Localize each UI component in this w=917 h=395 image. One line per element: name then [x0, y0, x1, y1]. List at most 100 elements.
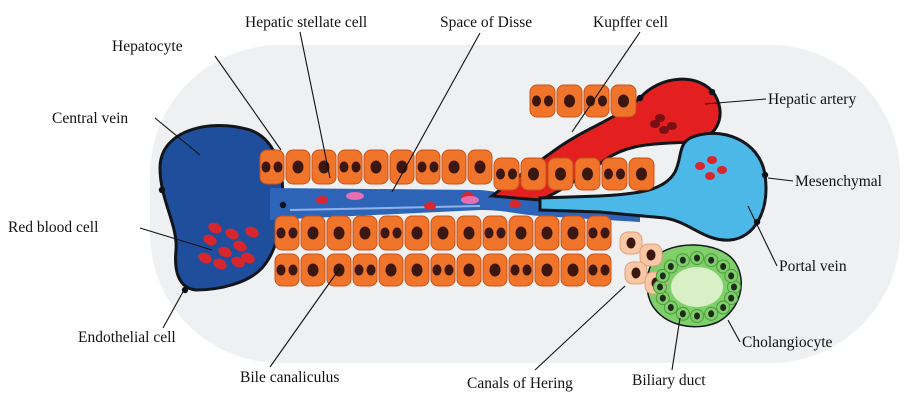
- hepatocyte-nucleus: [601, 265, 610, 276]
- label-cholangiocyte: Cholangiocyte: [742, 334, 833, 351]
- label-canals-of-hering: Canals of Hering: [467, 375, 573, 392]
- red-blood-cell: [509, 200, 521, 208]
- red-blood-cell: [650, 120, 660, 128]
- hepatocyte-nucleus: [340, 162, 349, 173]
- label-endothelial-cell: Endothelial cell: [78, 329, 176, 346]
- hepatocyte-nucleus: [618, 95, 629, 108]
- hepatocyte-nucleus: [386, 264, 397, 277]
- hepatocyte-nucleus: [418, 162, 427, 173]
- cholangiocyte-nucleus: [694, 313, 700, 320]
- label-space-of-disse: Space of Disse: [440, 14, 532, 31]
- hepatocyte-nucleus: [367, 265, 376, 276]
- hepatocyte-nucleus: [445, 265, 454, 276]
- red-blood-cell: [695, 162, 705, 170]
- hepatocyte-nucleus: [544, 96, 553, 107]
- cholangiocyte-nucleus: [708, 257, 714, 264]
- cholangiocyte-nucleus: [668, 263, 674, 270]
- hepatocyte-nucleus: [412, 227, 423, 240]
- hepatocyte-nucleus: [360, 227, 371, 240]
- hepatocyte-nucleus: [542, 264, 553, 277]
- red-blood-cell: [717, 166, 727, 174]
- canal-of-hering-nucleus: [632, 268, 641, 279]
- red-blood-cell: [316, 196, 328, 204]
- hepatocyte-nucleus: [636, 168, 647, 181]
- hepatocyte-nucleus: [616, 169, 625, 180]
- cholangiocyte-nucleus: [720, 263, 726, 270]
- hepatocyte-nucleus: [516, 227, 527, 240]
- cholangiocyte-nucleus: [720, 304, 726, 311]
- red-blood-cell: [424, 202, 436, 210]
- cholangiocyte-nucleus: [660, 272, 666, 279]
- endothelial-cell: [159, 187, 165, 193]
- cholangiocyte-nucleus: [708, 310, 714, 317]
- hepatocyte-nucleus: [490, 264, 501, 277]
- hepatocyte-nucleus: [601, 228, 610, 239]
- hepatocyte-nucleus: [542, 227, 553, 240]
- cholangiocyte-nucleus: [731, 284, 737, 291]
- hepatocyte-nucleus: [523, 265, 532, 276]
- hepatocyte-nucleus: [528, 168, 539, 181]
- hepatocyte-nucleus: [308, 264, 319, 277]
- biliary-duct-lumen: [671, 267, 723, 307]
- hepatocyte-nucleus: [508, 169, 517, 180]
- canal-of-hering-nucleus: [627, 238, 636, 249]
- hepatocyte-nucleus: [433, 265, 442, 276]
- hepatocyte-nucleus: [352, 162, 361, 173]
- hepatocyte-nucleus: [589, 265, 598, 276]
- hepatocyte-nucleus: [334, 227, 345, 240]
- hepatocyte-nucleus: [430, 162, 439, 173]
- label-central-vein: Central vein: [52, 110, 128, 127]
- hepatocyte-nucleus: [371, 161, 382, 174]
- hepatocyte-nucleus: [564, 95, 575, 108]
- kupffer-cell: [346, 192, 364, 200]
- hepatocyte-nucleus: [485, 228, 494, 239]
- endothelial-cell: [709, 89, 715, 95]
- cholangiocyte-nucleus: [660, 295, 666, 302]
- hepatocyte-nucleus: [604, 169, 613, 180]
- hepatocyte-nucleus: [475, 161, 486, 174]
- cholangiocyte-nucleus: [728, 272, 734, 279]
- hepatocyte-nucleus: [293, 161, 304, 174]
- hepatocyte-nucleus: [598, 96, 607, 107]
- hepatocyte-nucleus: [277, 265, 286, 276]
- hepatocyte-nucleus: [568, 227, 579, 240]
- cholangiocyte-nucleus: [694, 255, 700, 262]
- hepatocyte-nucleus: [568, 264, 579, 277]
- hepatocyte-nucleus: [289, 228, 298, 239]
- cholangiocyte-nucleus: [668, 304, 674, 311]
- cholangiocyte-nucleus: [728, 295, 734, 302]
- endothelial-cell: [762, 172, 768, 178]
- canal-of-hering-nucleus: [647, 250, 656, 261]
- hepatocyte-nucleus: [464, 227, 475, 240]
- hepatocyte-nucleus: [464, 264, 475, 277]
- hepatocyte-nucleus: [555, 168, 566, 181]
- endothelial-cell: [280, 202, 286, 208]
- hepatocyte-nucleus: [381, 228, 390, 239]
- label-hepatic-artery: Hepatic artery: [768, 91, 856, 108]
- cholangiocyte-nucleus: [680, 257, 686, 264]
- hepatocyte-nucleus: [582, 168, 593, 181]
- hepatocyte-nucleus: [277, 228, 286, 239]
- red-blood-cell: [705, 172, 715, 180]
- hepatocyte-nucleus: [496, 169, 505, 180]
- hepatocyte-nucleus: [589, 228, 598, 239]
- label-hepatic-stellate-cell: Hepatic stellate cell: [245, 14, 367, 31]
- hepatocyte-nucleus: [308, 227, 319, 240]
- label-kupffer-cell: Kupffer cell: [593, 14, 668, 31]
- hepatocyte-nucleus: [262, 162, 271, 173]
- label-red-blood-cell: Red blood cell: [8, 219, 98, 236]
- hepatocyte-nucleus: [274, 162, 283, 173]
- label-biliary-duct: Biliary duct: [632, 372, 706, 389]
- hepatocyte-nucleus: [532, 96, 541, 107]
- hepatocyte-nucleus: [449, 161, 460, 174]
- red-blood-cell: [707, 156, 717, 164]
- label-portal-vein: Portal vein: [779, 258, 847, 275]
- kupffer-cell: [461, 196, 479, 204]
- label-mesenchymal: Mesenchymal: [795, 173, 882, 190]
- hepatocyte-nucleus: [497, 228, 506, 239]
- label-hepatocyte: Hepatocyte: [112, 38, 183, 55]
- hepatocyte-nucleus: [355, 265, 364, 276]
- hepatocyte-nucleus: [412, 264, 423, 277]
- label-bile-canaliculus: Bile canaliculus: [240, 369, 339, 386]
